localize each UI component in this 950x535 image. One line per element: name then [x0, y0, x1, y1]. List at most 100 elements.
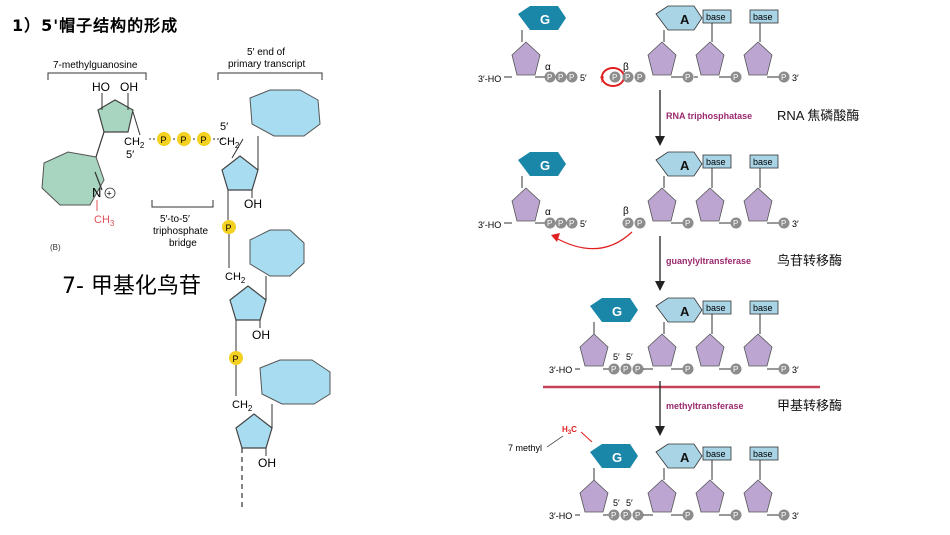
slide-title: 1）5'帽子结构的形成: [12, 16, 179, 35]
p-label: P: [623, 365, 628, 374]
base-label: base: [753, 157, 773, 167]
transfer-arrow-head-icon: [551, 233, 560, 242]
base-label: base: [753, 12, 773, 22]
oh-label: OH: [252, 328, 270, 342]
p-label: P: [547, 73, 552, 82]
phosphate-icon: [778, 71, 790, 83]
five-prime-label: 5′: [613, 352, 620, 362]
phosphate-icon: [634, 71, 646, 83]
p-label: P: [733, 219, 738, 228]
row-1: G 3′-HO P P P 5′ α γ P P: [478, 5, 799, 87]
sugar-shape: [511, 187, 541, 222]
g-label: G: [540, 158, 550, 173]
p-label: P: [733, 511, 738, 520]
phosphate-icon: [566, 71, 578, 83]
seven-methyl-label: 7 methyl: [508, 443, 542, 453]
bridge-phosphates: P P P: [157, 132, 211, 146]
five-prime-label: 5′: [626, 352, 633, 362]
ho-label: HO: [92, 80, 110, 94]
bracket-5end: [217, 72, 323, 80]
sugar-shape: [511, 41, 541, 76]
plus-charge-icon: [104, 187, 116, 199]
phosphate-icon: [730, 71, 742, 83]
bridge-label-1: 5′-to-5′: [160, 214, 190, 225]
five-prime-right: 5′: [220, 121, 228, 133]
phosphate-icon: [778, 217, 790, 229]
p-label: P: [635, 511, 640, 520]
label-5end-line1: 5′ end of: [247, 47, 285, 58]
oh-label: OH: [244, 197, 262, 211]
adenine-shape: [655, 5, 703, 31]
phosphate-icon: [682, 509, 694, 521]
phosphate-icon: [620, 509, 632, 521]
adenine-shape: [655, 151, 703, 177]
p-label: P: [637, 73, 642, 82]
arrow-head-icon: [655, 426, 665, 436]
five-prime-label: 5′: [580, 219, 587, 229]
transfer-arrow: [555, 231, 633, 250]
p-label: P: [558, 73, 563, 82]
ch3-label: CH3: [94, 214, 115, 228]
phosphate-icon: [682, 71, 694, 83]
gamma-label: γ: [600, 74, 604, 83]
sugar-shape: [695, 479, 725, 513]
sugar-shape: [695, 187, 725, 222]
p-label: P: [685, 511, 690, 520]
phosphate-icon: [609, 71, 621, 83]
phosphate-icon: [157, 132, 171, 146]
panel-letter-b: (B): [50, 243, 61, 252]
p-label: P: [547, 219, 552, 228]
phosphate-label: P: [181, 135, 187, 145]
n-atom-label: N: [92, 185, 101, 200]
beta-label: β: [623, 206, 629, 217]
phosphate-label: P: [201, 135, 207, 145]
p-label: P: [611, 511, 616, 520]
base-ring-shape: [259, 359, 331, 405]
guanine-g-shape: [590, 444, 638, 468]
base-box: [702, 154, 732, 169]
a-label: A: [680, 158, 690, 173]
phosphate-icon: [555, 217, 567, 229]
phosphate-icon: [620, 363, 632, 375]
phosphate-icon: [197, 132, 211, 146]
three-prime-label: 3′: [792, 365, 799, 375]
p-label: P: [781, 73, 786, 82]
base-label: base: [753, 449, 773, 459]
alpha-label: α: [545, 62, 551, 73]
phosphate-icon: [555, 71, 567, 83]
p-label: P: [781, 219, 786, 228]
enzyme-cn-2: 鸟苷转移酶: [777, 253, 842, 268]
base-box: [702, 446, 732, 461]
a-label: A: [680, 450, 690, 465]
right-panel: G 3′-HO P P P 5′ α γ P P: [478, 5, 859, 521]
base-box: [749, 446, 779, 461]
p-label: P: [733, 365, 738, 374]
three-ho-label: 3′-HO: [478, 74, 501, 84]
sugar-shape: [647, 479, 677, 513]
sugar-shape: [743, 187, 773, 222]
phosphate-icon: [608, 509, 620, 521]
p-label: P: [781, 365, 786, 374]
enzyme-rna-triphosphatase: RNA triphosphatase: [666, 111, 752, 121]
five-prime-label: 5′: [626, 498, 633, 508]
phosphate-icon: [544, 71, 556, 83]
sugar-shape: [743, 479, 773, 513]
row-3: G 3′-HO P P P 5′ 5′ A: [549, 297, 799, 375]
ribose-shape: [235, 413, 273, 449]
bracket-methylguanosine: [47, 72, 147, 80]
oh-label: OH: [120, 80, 138, 94]
adenine-shape: [655, 297, 703, 323]
p-label: P: [612, 73, 617, 82]
sugar-shape: [647, 187, 677, 222]
base-box: [702, 300, 732, 315]
oh-label: OH: [258, 456, 276, 470]
bond-line: [132, 111, 141, 136]
ribose-shape: [221, 155, 259, 191]
ch2-label-left: CH2: [124, 136, 145, 150]
g-label: G: [540, 12, 550, 27]
p-label: P: [569, 219, 574, 228]
phosphate-icon: [608, 363, 620, 375]
p-label: P: [637, 219, 642, 228]
